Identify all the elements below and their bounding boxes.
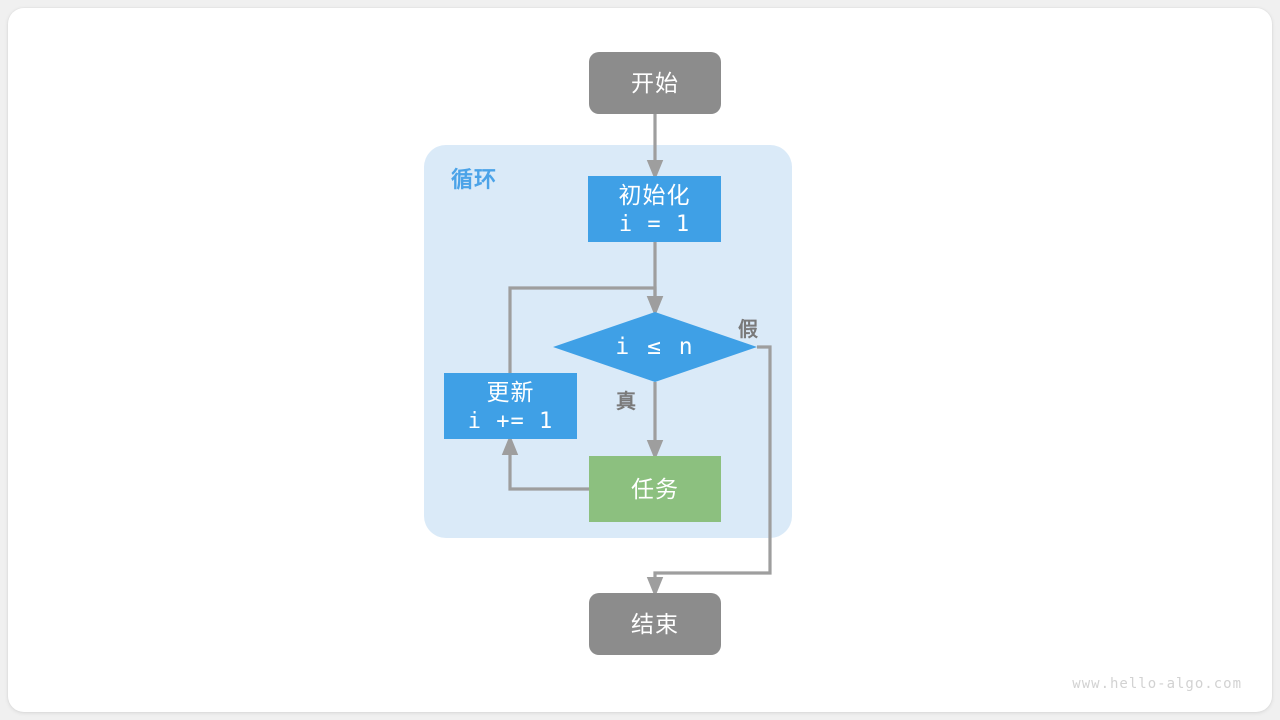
edge-label-true: 真 — [616, 391, 637, 413]
node-update-expression: i += 1 — [467, 408, 554, 434]
edge-label-false: 假 — [738, 319, 759, 341]
node-init-title: 初始化 — [618, 181, 691, 208]
node-start-label: 开始 — [631, 70, 679, 96]
node-condition-label: i ≤ n — [615, 334, 695, 360]
node-update-title: 更新 — [486, 378, 535, 405]
node-task-label: 任务 — [631, 476, 679, 502]
node-init[interactable]: 初始化 i = 1 — [588, 176, 721, 242]
edge-condition-to-end — [646, 345, 772, 598]
node-end[interactable]: 结束 — [589, 593, 721, 655]
node-end-label: 结束 — [631, 611, 679, 637]
diamond-shape — [553, 312, 757, 382]
loop-container-label: 循环 — [451, 167, 498, 192]
node-condition[interactable]: i ≤ n — [553, 312, 757, 382]
watermark: www.hello-algo.com — [1072, 676, 1242, 692]
edge-update-to-condition — [508, 286, 664, 373]
node-update[interactable]: 更新 i += 1 — [444, 373, 577, 439]
node-init-expression: i = 1 — [618, 211, 691, 237]
node-start[interactable]: 开始 — [589, 52, 721, 114]
node-task[interactable]: 任务 — [589, 456, 721, 522]
edge-task-to-update — [501, 434, 589, 491]
